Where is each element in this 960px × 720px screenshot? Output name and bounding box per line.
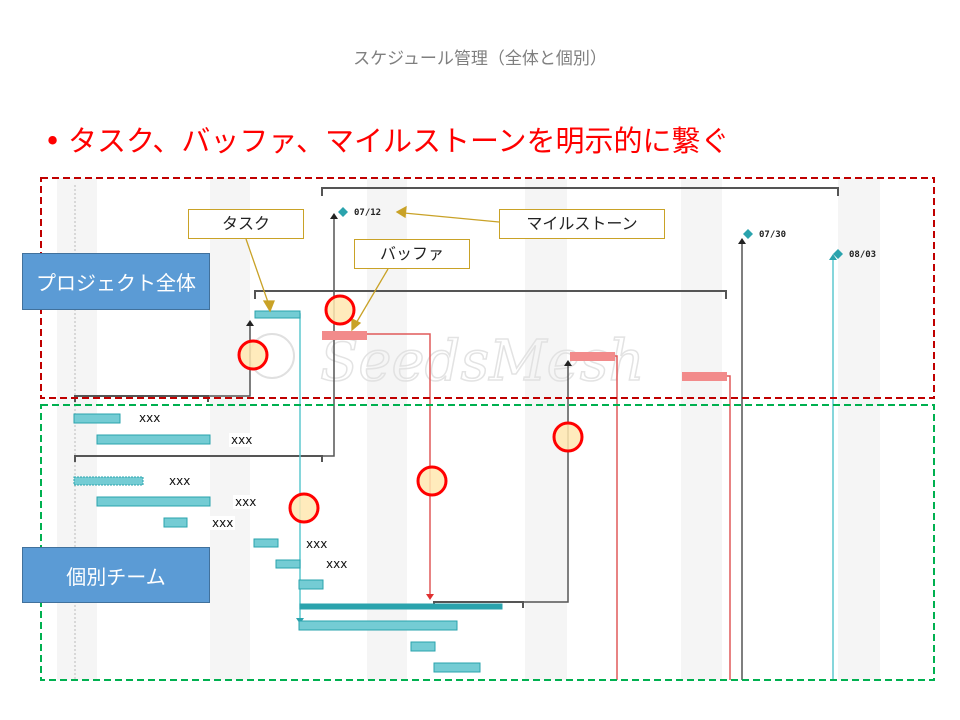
buffer-bar[interactable] — [322, 331, 367, 340]
callout-arrows — [245, 205, 500, 332]
milestone[interactable]: 07/12 — [338, 207, 381, 218]
milestone-date: 07/30 — [759, 230, 786, 240]
bullet-text: タスク、バッファ、マイルストーンを明示的に繋ぐ — [68, 124, 730, 158]
milestones: 07/12 07/30 08/03 — [338, 207, 876, 260]
task-label: xxx — [304, 537, 330, 551]
task-label: xxx — [324, 557, 350, 571]
group-label-project: プロジェクト全体 — [22, 253, 210, 310]
highlight-circle — [288, 492, 320, 524]
milestone-date: 08/03 — [849, 250, 876, 260]
watermark: SeedsMesh — [249, 328, 645, 395]
buffers — [322, 331, 727, 381]
milestone-date: 07/12 — [354, 208, 381, 218]
dependency-links — [208, 215, 834, 680]
highlight-circle — [237, 339, 269, 371]
callout-task: タスク — [188, 209, 304, 239]
milestone-diamond-icon — [743, 229, 753, 239]
task-label: xxx — [210, 516, 236, 530]
weekend-column — [210, 178, 250, 680]
task-bar[interactable] — [275, 559, 301, 569]
milestone[interactable]: 08/03 — [833, 249, 876, 260]
bullet-dot: • — [44, 124, 62, 158]
bullet-point: •タスク、バッファ、マイルストーンを明示的に繋ぐ — [44, 118, 730, 160]
task-bar-critical[interactable] — [299, 603, 503, 610]
buffer-bar[interactable] — [570, 352, 615, 361]
task-bar[interactable] — [298, 620, 458, 631]
task-bar[interactable] — [433, 662, 481, 673]
team-area-border — [40, 404, 935, 681]
task-bar[interactable] — [410, 641, 436, 652]
summary-bracket-team2 — [74, 455, 323, 462]
weekend-column — [838, 178, 880, 680]
milestone-diamond-icon — [338, 207, 348, 217]
summary-bracket-mid — [254, 290, 727, 299]
summary-bracket-top — [321, 187, 839, 196]
task-bar[interactable] — [253, 538, 279, 548]
highlight-markers — [237, 294, 584, 524]
group-label-team: 個別チーム — [22, 547, 210, 603]
task-bar[interactable] — [73, 476, 144, 486]
task-label: xxx — [229, 433, 255, 447]
task-label: xxx — [167, 474, 193, 488]
task-bar[interactable] — [96, 434, 211, 445]
highlight-circle — [324, 294, 356, 326]
buffer-bar[interactable] — [682, 372, 727, 381]
slide-title: スケジュール管理（全体と個別） — [353, 49, 607, 69]
task-bar[interactable] — [254, 310, 301, 319]
tasks — [73, 310, 503, 673]
milestone[interactable]: 07/30 — [743, 229, 786, 240]
highlight-circle — [552, 421, 584, 453]
highlight-circle — [416, 465, 448, 497]
weekend-column — [681, 178, 722, 680]
task-bar[interactable] — [298, 579, 324, 590]
callout-buffer: バッファ — [354, 239, 470, 269]
svg-text:SeedsMesh: SeedsMesh — [320, 329, 645, 394]
task-bar[interactable] — [73, 413, 121, 424]
task-bar[interactable] — [163, 517, 188, 528]
task-label: xxx — [233, 495, 259, 509]
milestone-diamond-icon — [833, 249, 843, 259]
callout-milestone: マイルストーン — [499, 209, 665, 239]
task-label: xxx — [137, 411, 163, 425]
task-bar[interactable] — [96, 496, 211, 507]
